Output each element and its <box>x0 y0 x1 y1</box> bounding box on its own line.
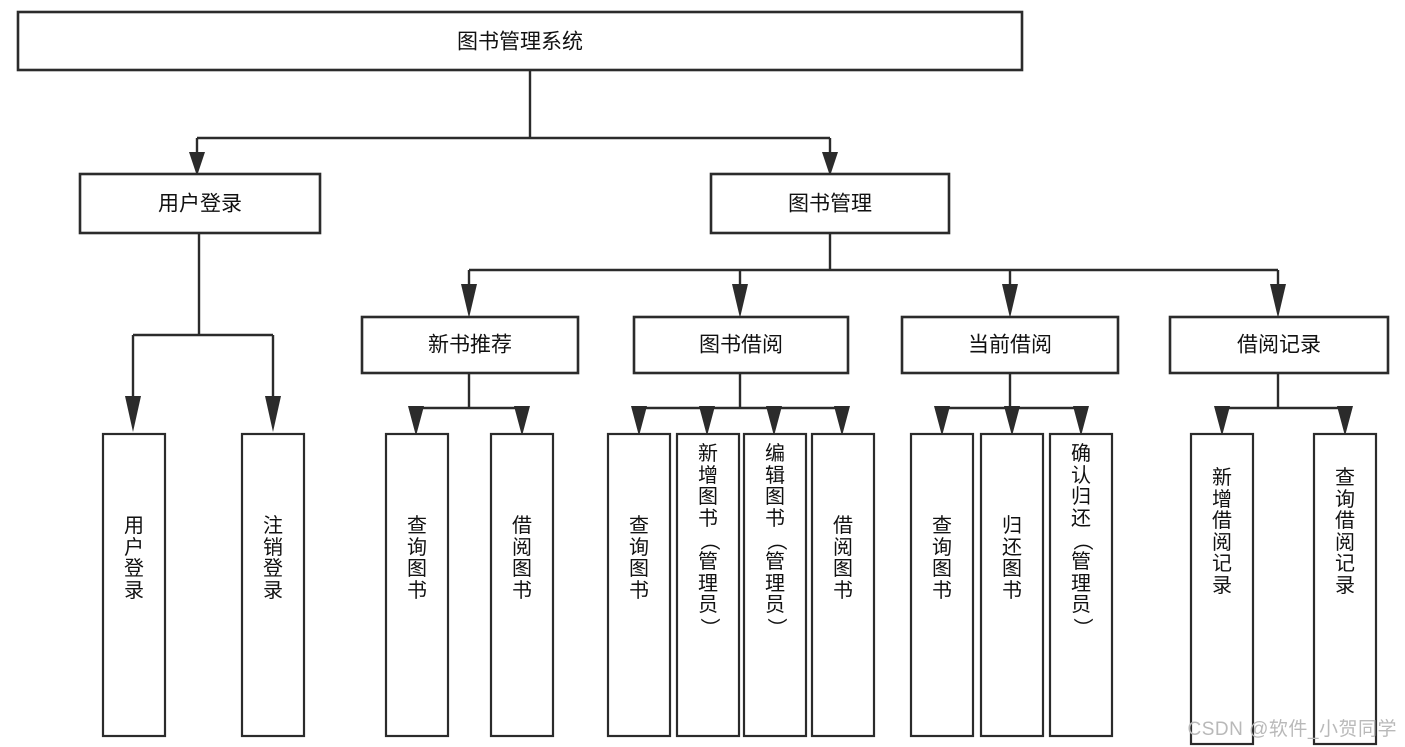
edge-group <box>125 70 1353 436</box>
arrowhead-book-manage <box>822 152 838 176</box>
node-box-root[interactable] <box>16 10 1024 72</box>
arrowhead-leaf-cur-query <box>934 406 950 436</box>
node-box-leaf-rec-search[interactable] <box>1312 432 1378 746</box>
node-box-leaf-user-logout[interactable] <box>240 432 306 738</box>
node-box-user-login[interactable] <box>78 172 322 235</box>
node-label-root: 图书管理系统 <box>457 31 583 54</box>
arrowhead-user-login <box>189 152 205 176</box>
node-box-leaf-rec-query[interactable] <box>384 432 450 738</box>
arrowhead-leaf-rec-add <box>1214 406 1230 436</box>
arrowhead-leaf-user-login <box>125 396 141 432</box>
node-box-new-book-rec[interactable] <box>360 315 580 375</box>
node-box-leaf-rec-add[interactable] <box>1189 432 1255 746</box>
arrowhead-borrow-record <box>1270 284 1286 318</box>
arrowhead-leaf-borrow-query <box>631 406 647 436</box>
node-box-current-borrow[interactable] <box>900 315 1120 375</box>
node-box-book-borrow[interactable] <box>632 315 850 375</box>
arrowhead-leaf-cur-confirm <box>1073 406 1089 436</box>
node-box-leaf-borrow-edit[interactable] <box>742 432 808 738</box>
arrowhead-new-book-rec <box>461 284 477 318</box>
node-group: 图书管理系统 用户登录 图书管理 新书推荐 图书借阅 当前借阅 借阅记录 <box>16 10 1390 746</box>
node-box-leaf-cur-return[interactable] <box>979 432 1045 738</box>
node-box-leaf-borrow-query[interactable] <box>606 432 672 738</box>
node-box-borrow-record[interactable] <box>1168 315 1390 375</box>
node-box-leaf-user-login[interactable] <box>101 432 167 738</box>
arrowhead-leaf-cur-return <box>1004 406 1020 436</box>
arrowhead-leaf-borrow-edit <box>766 406 782 436</box>
node-label-user-login: 用户登录 <box>158 193 242 216</box>
arrowhead-book-borrow <box>732 284 748 318</box>
csdn-watermark: CSDN @软件_小贺同学 <box>1187 719 1397 740</box>
arrowhead-leaf-borrow-add <box>699 406 715 436</box>
node-label-new-book-rec: 新书推荐 <box>428 334 512 357</box>
arrowhead-leaf-rec-borrow <box>514 406 530 436</box>
node-box-leaf-cur-confirm[interactable] <box>1048 432 1114 738</box>
node-box-leaf-borrow-add[interactable] <box>675 432 741 738</box>
node-box-leaf-cur-query[interactable] <box>909 432 975 738</box>
node-box-leaf-rec-borrow[interactable] <box>489 432 555 738</box>
arrowhead-leaf-rec-search <box>1337 406 1353 436</box>
node-label-current-borrow: 当前借阅 <box>968 334 1052 357</box>
arrowhead-leaf-rec-query <box>408 406 424 436</box>
arrowhead-current-borrow <box>1002 284 1018 318</box>
node-label-book-manage: 图书管理 <box>788 193 872 216</box>
node-label-book-borrow: 图书借阅 <box>699 334 783 357</box>
arrowhead-leaf-borrow-do <box>834 406 850 436</box>
node-label-borrow-record: 借阅记录 <box>1237 334 1321 357</box>
arrowhead-leaf-user-logout <box>265 396 281 432</box>
node-box-book-manage[interactable] <box>709 172 951 235</box>
node-box-leaf-borrow-do[interactable] <box>810 432 876 738</box>
